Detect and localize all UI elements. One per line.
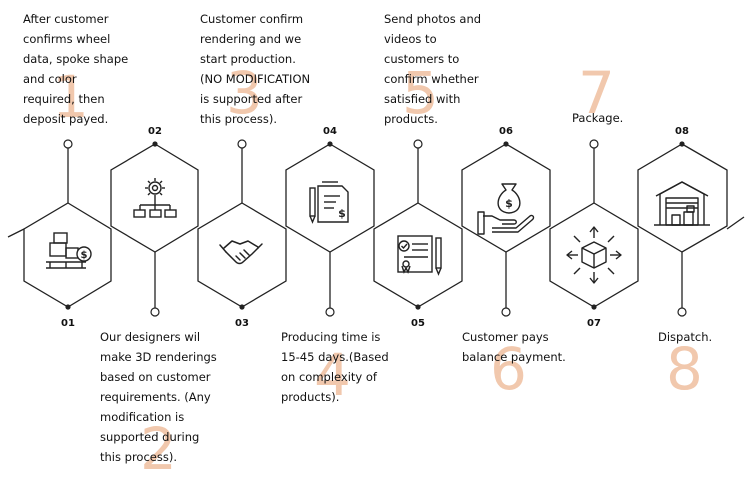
- big-number-1: 1: [52, 63, 89, 131]
- step-2-description: Our designers wil make 3D renderings bas…: [100, 330, 217, 464]
- certificate-icon: [397, 235, 442, 276]
- svg-text:$: $: [81, 250, 88, 261]
- big-number-6: 6: [490, 335, 527, 403]
- step-8-description: Dispatch.: [658, 330, 713, 344]
- step-8-hexagon: [637, 141, 728, 317]
- package-arrows-icon: [566, 226, 622, 284]
- step-code-02: 02: [148, 126, 162, 137]
- step-7-description: Package.: [572, 111, 624, 125]
- step-4-hexagon: [285, 141, 375, 317]
- step-1-description: After customer confirms wheel data, spok…: [23, 12, 129, 126]
- step-code-06: 06: [499, 126, 513, 137]
- step-6-hexagon: [461, 141, 551, 317]
- step-code-03: 03: [235, 318, 249, 329]
- svg-text:$: $: [338, 207, 346, 220]
- step-code-04: 04: [323, 126, 337, 137]
- step-3-description: Customer confirm rendering and we start …: [200, 12, 311, 126]
- step-2-hexagon: [110, 141, 199, 317]
- big-number-7: 7: [578, 59, 615, 127]
- step-3-hexagon: [197, 139, 287, 310]
- step-1-hexagon: [23, 139, 112, 310]
- money-bag-hand-icon: $: [477, 183, 535, 235]
- pen-invoice-icon: $: [309, 181, 349, 224]
- big-number-4: 4: [314, 341, 351, 409]
- step-7-hexagon: [549, 139, 639, 310]
- handshake-icon: [219, 240, 263, 265]
- step-code-08: 08: [675, 126, 689, 137]
- boxes-dollar-icon: $: [46, 232, 92, 269]
- warehouse-icon: [654, 181, 710, 226]
- step-5-description: Send photos and videos to customers to c…: [384, 12, 482, 126]
- step-5-hexagon: [373, 139, 463, 310]
- big-number-5: 5: [402, 59, 439, 127]
- step-code-05: 05: [411, 318, 425, 329]
- big-number-2: 2: [140, 415, 177, 483]
- step-code-01: 01: [61, 318, 75, 329]
- big-number-3: 3: [226, 59, 263, 127]
- step-4-description: Producing time is 15-45 days.(Based on c…: [281, 330, 389, 404]
- svg-text:$: $: [505, 197, 513, 210]
- gear-flowchart-icon: [133, 178, 177, 218]
- step-code-07: 07: [587, 318, 601, 329]
- big-number-8: 8: [666, 335, 703, 403]
- step-6-description: Customer pays balance payment.: [462, 330, 566, 364]
